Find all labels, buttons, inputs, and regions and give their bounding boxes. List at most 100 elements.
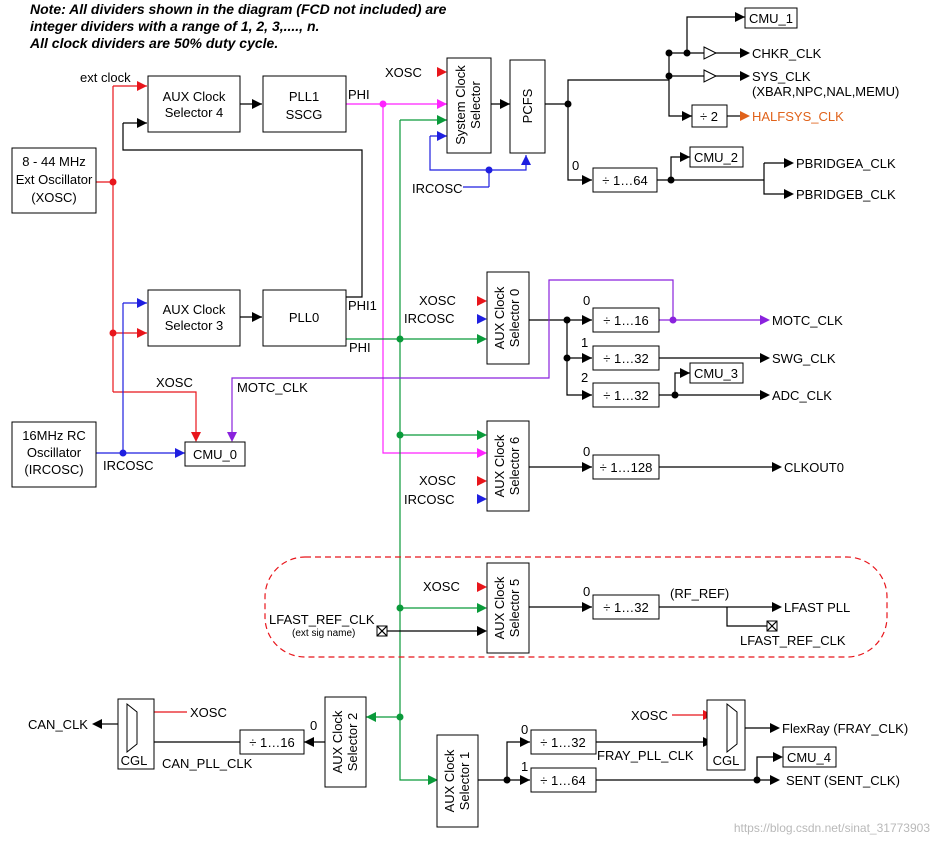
- idx-aux0-2: 2: [581, 370, 588, 385]
- aux1-label-2: Selector 1: [457, 752, 472, 811]
- div-clkout-label: ÷ 1…128: [600, 460, 653, 475]
- divider-adc: ÷ 1…32: [592, 382, 660, 408]
- divider-swg: ÷ 1…32: [592, 345, 660, 371]
- sys-clk-label: SYS_CLK: [752, 69, 811, 84]
- aux5-label-1: AUX Clock: [492, 576, 507, 639]
- ext-osc-line-3: (XOSC): [31, 190, 77, 205]
- fray-pll-clk-label: FRAY_PLL_CLK: [597, 748, 694, 763]
- aux3-label-2: Selector 3: [165, 318, 224, 333]
- xosc-label-aux0: XOSC: [419, 293, 456, 308]
- ext-clock-label: ext clock: [80, 70, 131, 85]
- div-sent-label: ÷ 1…64: [540, 773, 585, 788]
- cgl-can-label: CGL: [121, 753, 148, 768]
- cmu-4-block: CMU_4: [782, 746, 837, 768]
- cmu-1-block: CMU_1: [744, 7, 798, 29]
- divider-clkout: ÷ 1…128: [592, 454, 660, 480]
- sys-sel-label-2: Selector: [468, 80, 483, 128]
- ext-osc-line-2: Ext Oscillator: [16, 172, 93, 187]
- ext-signal-marker-out: [766, 620, 778, 632]
- pcfs-block: PCFS: [509, 59, 546, 154]
- pll1-sscg-block: PLL1 SSCG: [262, 75, 347, 133]
- idx-aux6-0: 0: [583, 444, 590, 459]
- pll0-block: PLL0: [262, 289, 347, 347]
- aux-clock-selector-2: AUX Clock Selector 2: [324, 696, 367, 788]
- idx-aux0-0: 0: [583, 293, 590, 308]
- adc-clk-label: ADC_CLK: [772, 388, 832, 403]
- phi-label-pll0: PHI: [349, 340, 371, 355]
- cgl-block-fray: CGL: [706, 699, 746, 771]
- junction-dots: [109, 49, 761, 784]
- divider-fray: ÷ 1…32: [530, 729, 597, 755]
- ircosc-label-sys: IRCOSC: [412, 181, 463, 196]
- halfsys-clk-label: HALFSYS_CLK: [752, 109, 844, 124]
- pbridgeb-clk-label: PBRIDGEB_CLK: [796, 187, 896, 202]
- pll1-label-2: SSCG: [286, 107, 323, 122]
- lfast-ref-clk-out-label: LFAST_REF_CLK: [740, 633, 846, 648]
- sys-clk-sub-label: (XBAR,NPC,NAL,MEMU): [752, 84, 899, 99]
- aux-clock-selector-5: AUX Clock Selector 5: [486, 562, 530, 654]
- phi-label-pll1: PHI: [348, 87, 370, 102]
- xosc-label-fray: XOSC: [631, 708, 668, 723]
- ext-osc-line-1: 8 - 44 MHz: [22, 154, 86, 169]
- ext-sig-name-label: (ext sig name): [292, 628, 355, 639]
- flexray-clk-label: FlexRay (FRAY_CLK): [782, 721, 908, 736]
- idx-aux1-0: 0: [521, 722, 528, 737]
- ext-signal-marker-in: [376, 625, 388, 637]
- ext-oscillator-block: 8 - 44 MHz Ext Oscillator (XOSC): [11, 147, 97, 214]
- lfast-ref-clk-in-label: LFAST_REF_CLK: [269, 612, 375, 627]
- aux0-label-1: AUX Clock: [492, 286, 507, 349]
- xosc-label-cmu0: XOSC: [156, 375, 193, 390]
- cmu3-label: CMU_3: [694, 366, 738, 381]
- aux2-label-2: Selector 2: [345, 713, 360, 772]
- divider-motc: ÷ 1…16: [592, 307, 660, 333]
- aux6-label-2: Selector 6: [507, 437, 522, 496]
- aux-clock-selector-0: AUX Clock Selector 0: [486, 271, 530, 365]
- aux1-label-1: AUX Clock: [442, 749, 457, 812]
- ircosc-label-aux6: IRCOSC: [404, 492, 455, 507]
- div-motc-label: ÷ 1…16: [603, 313, 648, 328]
- can-pll-clk-label: CAN_PLL_CLK: [162, 756, 253, 771]
- divider-can: ÷ 1…16: [239, 729, 305, 755]
- clkout0-label: CLKOUT0: [784, 460, 844, 475]
- aux3-label-1: AUX Clock: [163, 302, 226, 317]
- pcfs-label: PCFS: [520, 88, 535, 123]
- aux-clock-selector-4: AUX Clock Selector 4: [147, 75, 241, 133]
- rc-osc-line-2: Oscillator: [27, 445, 82, 460]
- cgl-fray-label: CGL: [713, 753, 740, 768]
- div-adc-label: ÷ 1…32: [603, 388, 648, 403]
- cmu4-label: CMU_4: [787, 750, 831, 765]
- swg-clk-label: SWG_CLK: [772, 351, 836, 366]
- watermark-text: https://blog.csdn.net/sinat_31773903: [734, 821, 930, 835]
- div2-label: ÷ 2: [700, 109, 718, 124]
- rc-osc-line-1: 16MHz RC: [22, 428, 86, 443]
- idx-aux5-0: 0: [583, 584, 590, 599]
- idx-aux1-1: 1: [521, 759, 528, 774]
- ircosc-label-cmu0: IRCOSC: [103, 458, 154, 473]
- divider-half: ÷ 2: [691, 104, 728, 128]
- idx-aux2-0: 0: [310, 718, 317, 733]
- aux-clock-selector-1: AUX Clock Selector 1: [436, 734, 479, 828]
- phi1-label: PHI1: [348, 298, 377, 313]
- ircosc-label-aux0: IRCOSC: [404, 311, 455, 326]
- cmu1-label: CMU_1: [749, 11, 793, 26]
- aux6-label-1: AUX Clock: [492, 434, 507, 497]
- pll0-label: PLL0: [289, 310, 319, 325]
- cmu-0-block: CMU_0: [184, 441, 246, 467]
- rc-osc-line-3: (IRCOSC): [24, 462, 83, 477]
- chkr-clk-label: CHKR_CLK: [752, 46, 822, 61]
- pll1-label-1: PLL1: [289, 89, 319, 104]
- rc-oscillator-block: 16MHz RC Oscillator (IRCOSC): [11, 421, 97, 488]
- xosc-label-aux5: XOSC: [423, 579, 460, 594]
- sys-sel-label-1: System Clock: [453, 65, 468, 145]
- aux-clock-selector-6: AUX Clock Selector 6: [486, 420, 530, 512]
- div-pbridge-label: ÷ 1…64: [602, 173, 647, 188]
- lfast-pll-label: LFAST PLL: [784, 600, 850, 615]
- idx-aux0-1: 1: [581, 335, 588, 350]
- motc-clk-label: MOTC_CLK: [772, 313, 843, 328]
- div-fray-label: ÷ 1…32: [540, 735, 585, 750]
- pbridgea-clk-label: PBRIDGEA_CLK: [796, 156, 896, 171]
- div-lfast-label: ÷ 1…32: [603, 600, 648, 615]
- can-clk-label: CAN_CLK: [28, 717, 88, 732]
- divider-pbridge: ÷ 1…64: [592, 167, 658, 193]
